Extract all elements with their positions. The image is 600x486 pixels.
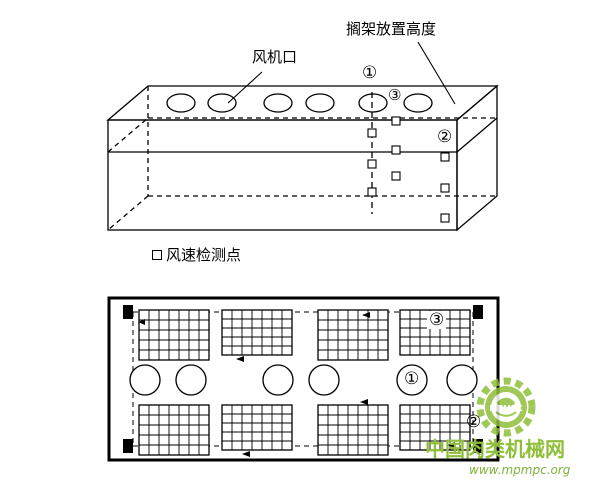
shelf-height-leader <box>417 41 456 105</box>
box-3d <box>106 84 499 232</box>
test-point-icon <box>391 116 401 126</box>
fan-outlet-icon <box>207 93 237 113</box>
watermark-logo-text: MPMPC <box>489 404 523 413</box>
fan-outlet-icon <box>129 364 161 396</box>
watermark-logo: MPMPC <box>476 377 536 437</box>
test-point-icon <box>367 159 377 169</box>
test-point-icon <box>367 128 377 138</box>
shelf-height-line-left <box>107 117 149 153</box>
plan-marker-1-label: ① <box>404 369 420 389</box>
fan-outlet-icon <box>166 93 196 113</box>
rack-grid <box>399 404 471 451</box>
marker-1-label: ① <box>362 63 378 83</box>
leader-lines <box>227 41 456 105</box>
rack-grid <box>221 404 293 451</box>
legend-text: 风速检测点 <box>166 246 242 264</box>
box-hidden-edges <box>107 86 497 231</box>
fan-outlet-icon <box>308 364 340 396</box>
fan-outlet-icon <box>396 364 428 396</box>
test-point-icon <box>440 152 450 162</box>
shelf-height-label: 搁架放置高度 <box>346 20 437 38</box>
fan-outlets-top <box>166 93 433 113</box>
rack-grid <box>138 404 210 456</box>
fan-outlets-plan <box>129 364 478 396</box>
corner-post <box>123 305 133 319</box>
shelf-height-line-right <box>456 117 498 153</box>
box-right-face <box>456 84 498 232</box>
arrow-icon <box>236 356 244 362</box>
test-point-icon <box>391 145 401 155</box>
arrow-icon <box>138 319 145 325</box>
flow-arrows <box>138 312 455 457</box>
fan-outlet-icon <box>446 364 478 396</box>
plan-view <box>107 296 500 462</box>
arrow-icon <box>447 442 455 448</box>
corner-posts <box>123 305 483 453</box>
test-points-3d <box>367 116 450 223</box>
square-outline-icon <box>152 250 162 260</box>
watermark-site-name: 中国肉类机械网 <box>425 437 565 461</box>
arrow-icon <box>362 312 370 318</box>
arrow-icon <box>360 399 368 405</box>
corner-post <box>473 305 483 319</box>
racks <box>138 309 471 456</box>
fan-outlet-icon <box>358 93 388 113</box>
fan-outlet-icon <box>263 93 293 113</box>
rack-grid <box>221 309 293 356</box>
rack-grid <box>317 404 389 456</box>
test-point-icon <box>440 213 450 223</box>
rack-grid <box>138 309 210 361</box>
arrow-icon <box>242 451 250 457</box>
plan-marker-3-label: ③ <box>427 310 447 330</box>
box-front-face <box>107 119 458 231</box>
test-point-icon <box>391 171 401 181</box>
marker-2-label: ② <box>437 127 453 147</box>
marker-3-label: ③ <box>388 86 402 104</box>
fan-outlet-leader <box>227 71 263 104</box>
fan-outlet-label: 风机口 <box>252 48 298 66</box>
corner-post <box>123 439 133 453</box>
watermark-url: www.mpmpc.org <box>469 463 571 477</box>
fan-outlet-icon <box>175 364 207 396</box>
test-point-icon <box>440 183 450 193</box>
gear-logo-icon <box>476 377 536 437</box>
fan-outlet-icon <box>262 364 294 396</box>
corner-post <box>473 439 483 453</box>
test-point-icon <box>367 187 377 197</box>
fan-outlet-icon <box>403 93 433 113</box>
fan-outlet-icon <box>305 93 335 113</box>
rack-grid <box>317 309 389 361</box>
plan-marker-2-label: ② <box>466 412 482 432</box>
